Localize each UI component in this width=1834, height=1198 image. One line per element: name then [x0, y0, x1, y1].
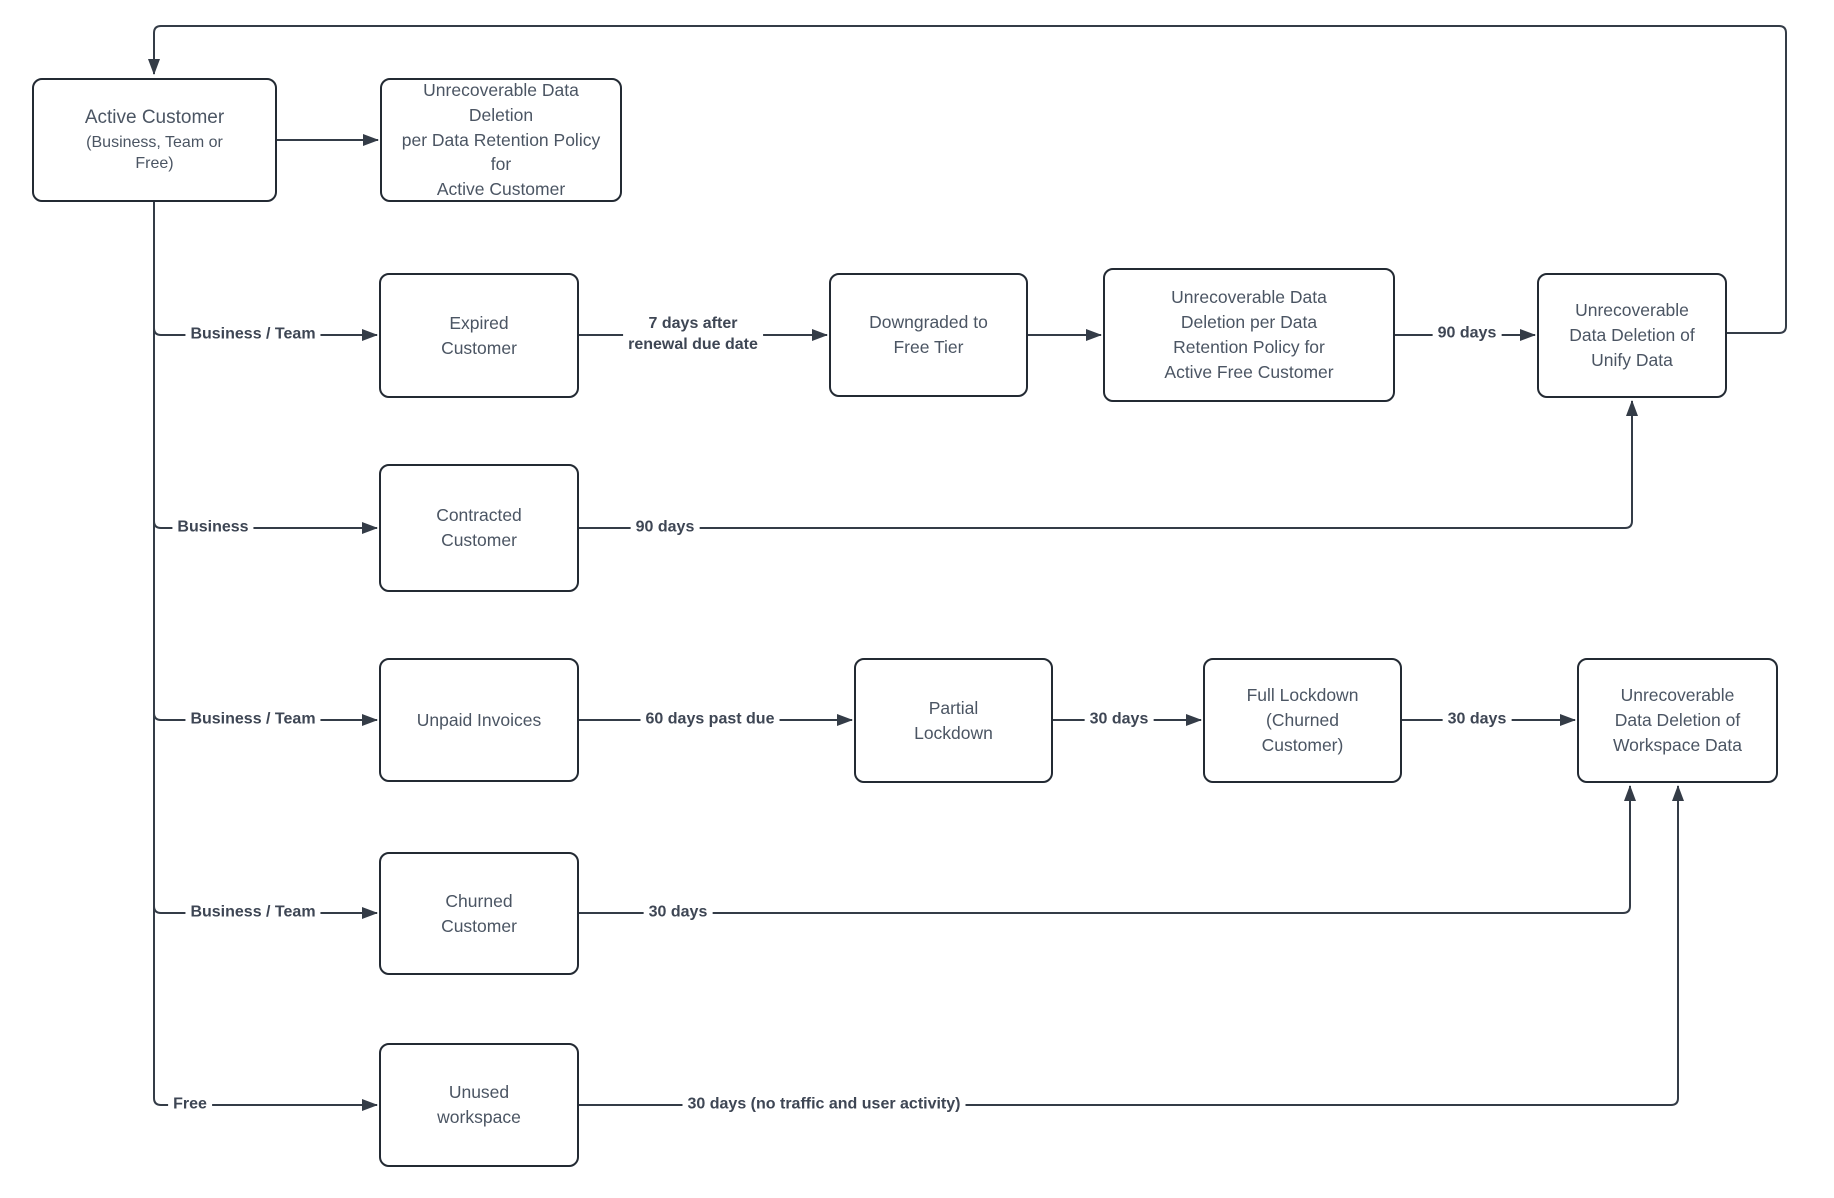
edge-label-branch-unused: Free [168, 1094, 212, 1116]
edge-branch-expired [153, 327, 378, 341]
node-expired-customer: Expired Customer [379, 273, 579, 398]
edge-label-contracted-to-unify: 90 days [630, 517, 700, 539]
edge-unused-to-workspace [579, 785, 1684, 1106]
edge-label-full-to-workspace: 30 days [1442, 709, 1512, 731]
edge-label-unpaid-to-partial: 60 days past due [640, 709, 780, 731]
edge-label-branch-churned: Business / Team [185, 902, 321, 924]
node-churned-customer: Churned Customer [379, 852, 579, 975]
edge-label-expired-to-downgraded: 7 days after renewal due date [623, 314, 763, 356]
edge-unify-to-active-loop [148, 25, 1787, 334]
edge-label-churned-to-workspace: 30 days [643, 902, 713, 924]
edge-label-del-free-to-unify: 90 days [1432, 323, 1502, 345]
edge-branch-churned [153, 905, 378, 919]
edge-label-branch-unpaid: Business / Team [185, 709, 321, 731]
node-downgraded-free-tier: Downgraded to Free Tier [829, 273, 1028, 397]
node-contracted-customer: Contracted Customer [379, 464, 579, 592]
node-active-customer-title: Active Customer [84, 106, 225, 128]
node-unpaid-invoices: Unpaid Invoices [379, 658, 579, 782]
node-del-active-free-customer: Unrecoverable Data Deletion per Data Ret… [1103, 268, 1395, 402]
node-active-customer-subtitle: (Business, Team or Free) [86, 133, 223, 173]
node-del-workspace-data: Unrecoverable Data Deletion of Workspace… [1577, 658, 1778, 783]
node-full-lockdown: Full Lockdown (Churned Customer) [1203, 658, 1402, 783]
node-partial-lockdown: Partial Lockdown [854, 658, 1053, 783]
node-active-customer: Active Customer (Business, Team or Free) [32, 78, 277, 202]
edge-label-branch-contracted: Business [172, 517, 254, 539]
node-unused-workspace: Unused workspace [379, 1043, 579, 1167]
edge-trunk-and-branch-unused [153, 202, 378, 1111]
edge-label-unused-to-workspace: 30 days (no traffic and user activity) [682, 1094, 966, 1116]
node-del-unify-data: Unrecoverable Data Deletion of Unify Dat… [1537, 273, 1727, 398]
edge-contracted-to-unify [579, 400, 1638, 529]
edge-branch-unpaid [153, 712, 378, 726]
node-del-active-customer: Unrecoverable Data Deletion per Data Ret… [380, 78, 622, 202]
edge-churned-to-workspace [579, 785, 1636, 914]
edge-label-branch-expired: Business / Team [185, 324, 321, 346]
edge-branch-contracted [153, 520, 378, 534]
edge-label-partial-to-full: 30 days [1084, 709, 1154, 731]
